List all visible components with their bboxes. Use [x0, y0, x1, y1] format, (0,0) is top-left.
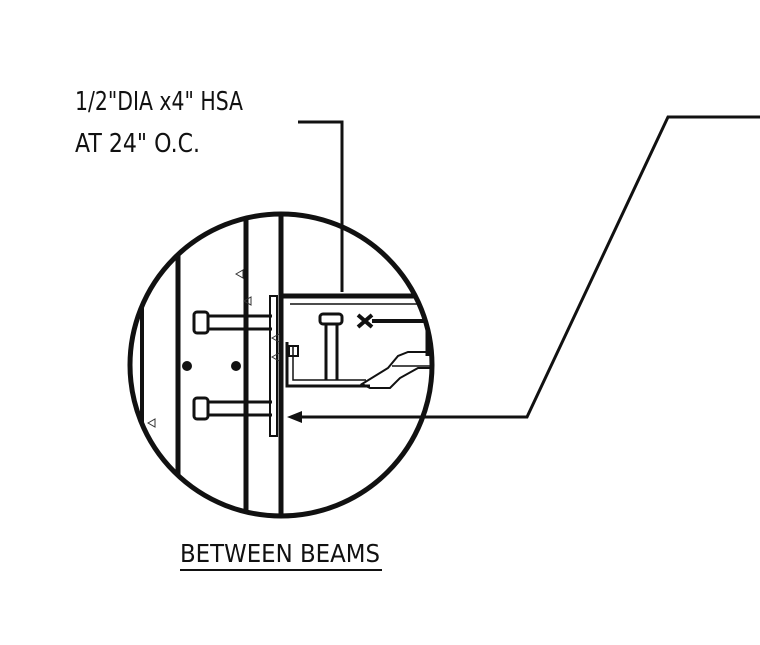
stud-x-marker — [356, 313, 374, 329]
grout-dot-1 — [182, 361, 192, 371]
embed-plate — [269, 295, 278, 437]
aggregate-mark-2 — [242, 296, 252, 306]
aggregate-mark-1 — [234, 269, 244, 279]
section-leader-line — [295, 115, 760, 419]
anchor-callout-line-2: AT 24" O.C. — [75, 129, 200, 159]
anchor-callout-line-1: 1/2"DIA x4" HSA — [75, 87, 243, 117]
ledger-angle-inner — [292, 345, 366, 381]
hsa-head — [318, 312, 344, 326]
anchor-leader-line — [298, 120, 344, 292]
detail-bubble — [127, 211, 435, 519]
aggregate-mark-3 — [146, 418, 156, 428]
leader-arrowhead — [287, 411, 302, 423]
ledger-angle — [285, 342, 370, 388]
grout-dot-2 — [231, 361, 241, 371]
weld-block — [288, 345, 299, 357]
detail-title: BETWEEN BEAMS — [180, 539, 380, 568]
anchor-bolt-upper — [192, 310, 272, 335]
deck-profile — [359, 351, 432, 389]
aggregate-mark-5 — [270, 352, 280, 362]
anchor-bolt-lower — [192, 396, 272, 421]
aggregate-mark-4 — [270, 333, 280, 343]
